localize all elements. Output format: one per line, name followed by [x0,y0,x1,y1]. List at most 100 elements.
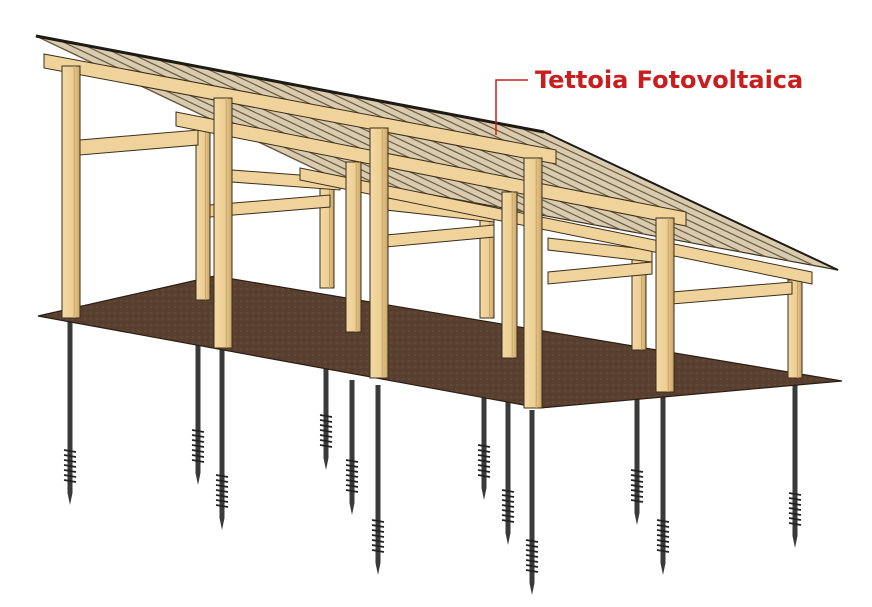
front-post-4 [655,217,675,393]
rafter-6 [180,62,476,204]
screw-thread-3-6 [319,444,333,448]
screw-thread-6-4 [477,464,491,468]
rafter-11 [301,85,597,226]
screw-tip-3 [323,458,329,470]
screw-tip-5 [375,563,381,575]
screw-thread-2-0 [215,474,229,478]
screw-thread-9-0 [630,469,644,473]
screw-thread-2-2 [215,484,229,488]
screw-thread-10-3 [656,534,670,538]
front-top-beam [43,53,557,165]
screw-thread-2-1 [215,479,229,483]
screw-thread-4-1 [345,464,359,468]
screw-thread-0-6 [63,479,77,483]
screw-thread-6-0 [477,444,491,448]
rafter-12 [326,90,621,231]
screw-thread-6-2 [477,454,491,458]
rafter-5 [156,58,452,199]
screw-thread-6-5 [477,469,491,473]
rafter-15 [398,104,694,244]
screw-thread-0-5 [63,474,77,478]
screw-thread-3-5 [319,439,333,443]
mid-post-1 [501,191,518,359]
front-post-3 [523,157,543,409]
screw-thread-2-6 [215,504,229,508]
screw-thread-11-5 [788,517,802,521]
roof-side-edge [543,131,839,271]
screw-thread-8-3 [525,554,539,558]
screw-thread-7-1 [501,494,515,498]
screw-tip-8 [529,583,535,595]
front-post-1 [213,97,233,349]
screw-thread-6-6 [477,474,491,478]
screw-thread-5-4 [371,539,385,543]
screw-thread-8-6 [525,569,539,573]
screw-thread-4-4 [345,479,359,483]
screw-thread-1-1 [191,434,205,438]
screw-thread-10-5 [656,544,670,548]
front-post-0 [61,65,81,319]
screw-tip-7 [505,533,511,545]
screw-thread-4-0 [345,459,359,463]
screw-thread-5-6 [371,549,385,553]
screw-thread-10-2 [656,529,670,533]
screw-thread-7-0 [501,489,515,493]
screw-thread-10-0 [656,519,670,523]
roof [35,34,839,285]
screw-tip-4 [349,503,355,515]
screw-thread-0-0 [63,449,77,453]
screw-thread-9-1 [630,474,644,478]
mid-top-beam [175,111,687,227]
rear-brace-2 [209,194,331,218]
screw-thread-8-1 [525,544,539,548]
screw-thread-8-5 [525,564,539,568]
screw-thread-2-3 [215,489,229,493]
rear-brace-4 [385,224,495,248]
rafter-19 [495,122,790,262]
screw-thread-6-3 [477,459,491,463]
front-frame [61,65,675,409]
screw-tip-10 [660,563,666,575]
screw-thread-11-4 [788,512,802,516]
screw-thread-0-3 [63,464,77,468]
screw-thread-3-2 [319,424,333,428]
rear-post-0 [195,119,211,301]
screw-thread-10-6 [656,549,670,553]
screw-thread-0-4 [63,469,77,473]
screw-thread-7-2 [501,499,515,503]
screw-thread-5-0 [371,519,385,523]
screw-thread-11-1 [788,497,802,501]
screw-thread-1-0 [191,429,205,433]
rear-top-beam [299,167,813,285]
screw-thread-7-6 [501,519,515,523]
screw-thread-4-2 [345,469,359,473]
rafter-20 [519,126,815,267]
front-post-2 [369,127,389,379]
screw-thread-8-2 [525,549,539,553]
screw-thread-9-3 [630,484,644,488]
screw-thread-7-5 [501,514,515,518]
screw-thread-0-1 [63,454,77,458]
screw-thread-1-4 [191,449,205,453]
screw-thread-1-6 [191,459,205,463]
rear-post-4 [787,279,803,379]
screw-thread-9-6 [630,499,644,503]
screw-tip-11 [792,536,798,548]
rear-brace-0 [79,129,199,156]
screw-thread-3-0 [319,414,333,418]
screw-thread-2-5 [215,499,229,503]
screw-thread-5-2 [371,529,385,533]
screw-thread-0-2 [63,459,77,463]
screw-thread-3-1 [319,419,333,423]
screw-thread-7-3 [501,504,515,508]
screw-thread-5-5 [371,544,385,548]
rafter-1 [59,40,355,182]
screw-thread-9-4 [630,489,644,493]
rafter-17 [446,113,742,253]
screw-thread-10-1 [656,524,670,528]
rafter-18 [471,117,766,258]
screw-tip-6 [481,488,487,500]
ground-screws [63,300,802,595]
